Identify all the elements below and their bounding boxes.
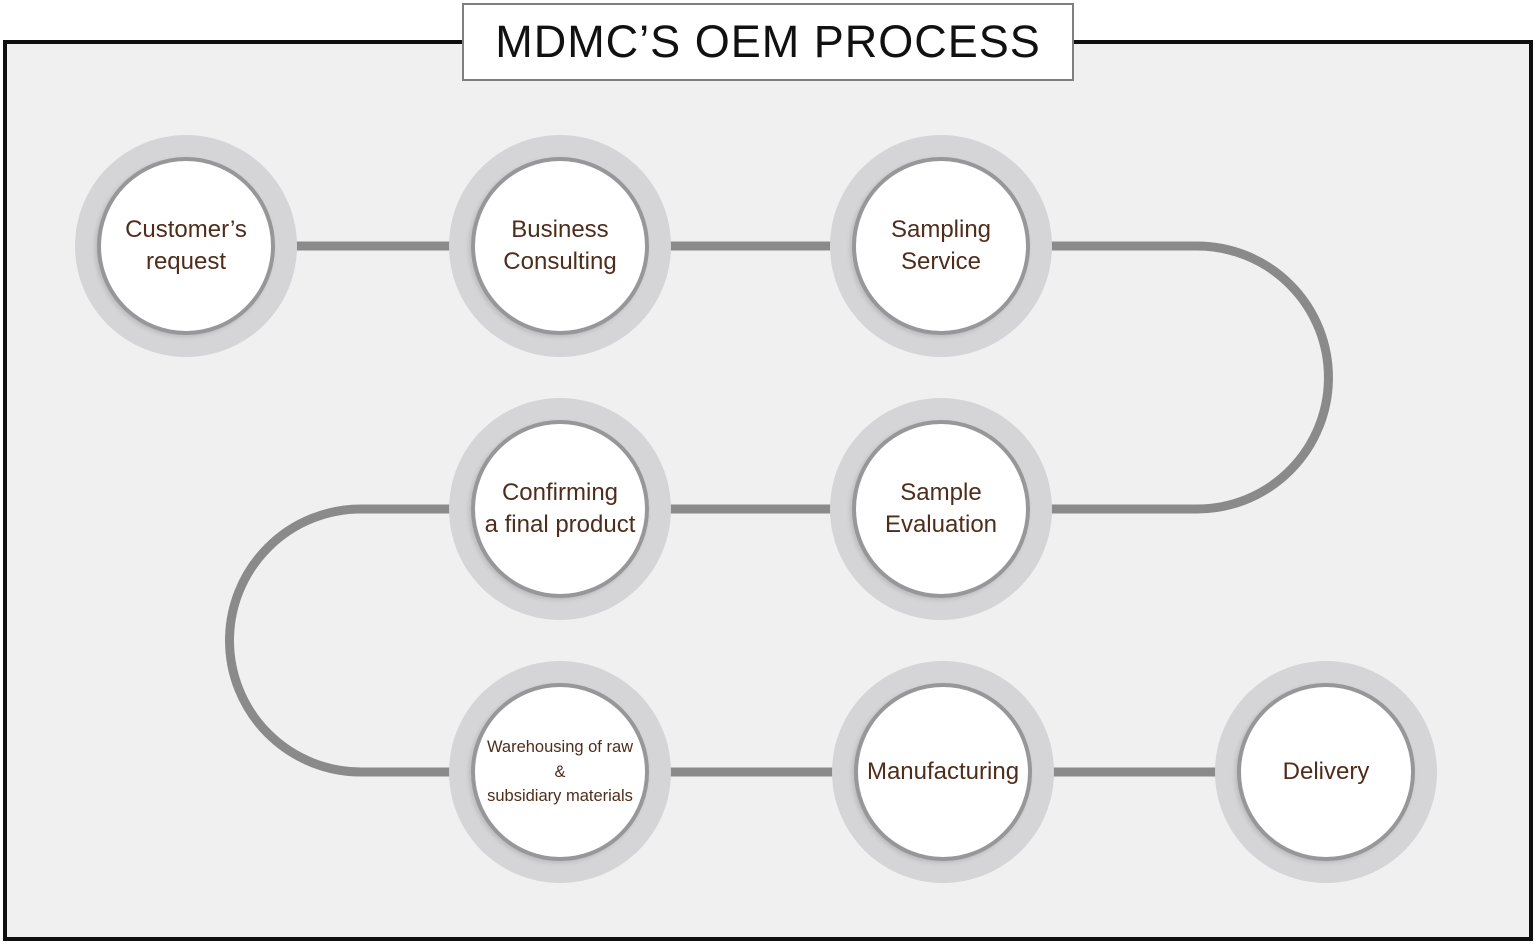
node-label: Sampling Service xyxy=(890,215,992,275)
node-circle: Sample Evaluation xyxy=(852,420,1030,598)
page-title: MDMC’S OEM PROCESS xyxy=(495,16,1041,67)
node-sample-evaluation: Sample Evaluation xyxy=(830,398,1052,620)
node-label: Confirming a final product xyxy=(484,478,636,538)
node-business-consulting: Business Consulting xyxy=(449,135,671,357)
node-label: Sample Evaluation xyxy=(884,478,998,538)
node-warehousing-materials: Warehousing of raw & subsidiary material… xyxy=(449,661,671,883)
node-customers-request: Customer’s request xyxy=(75,135,297,357)
node-sampling-service: Sampling Service xyxy=(830,135,1052,357)
diagram-title-box: MDMC’S OEM PROCESS xyxy=(462,3,1074,81)
node-circle: Warehousing of raw & subsidiary material… xyxy=(471,683,649,861)
node-circle: Business Consulting xyxy=(471,157,649,335)
node-delivery: Delivery xyxy=(1215,661,1437,883)
node-manufacturing: Manufacturing xyxy=(832,661,1054,883)
node-label: Business Consulting xyxy=(503,215,617,275)
node-label: Delivery xyxy=(1282,757,1370,785)
node-label: Manufacturing xyxy=(866,757,1020,785)
node-circle: Manufacturing xyxy=(854,683,1032,861)
node-label: Customer’s request xyxy=(125,215,247,275)
node-circle: Sampling Service xyxy=(852,157,1030,335)
node-confirming-final-product: Confirming a final product xyxy=(449,398,671,620)
node-circle: Confirming a final product xyxy=(471,420,649,598)
node-circle: Delivery xyxy=(1237,683,1415,861)
node-circle: Customer’s request xyxy=(97,157,275,335)
node-label: Warehousing of raw & subsidiary material… xyxy=(486,737,634,806)
